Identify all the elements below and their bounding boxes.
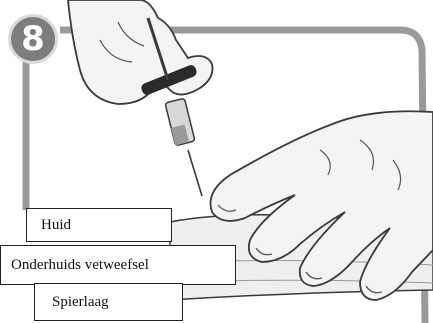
label-muscle-layer: Spierlaag [34, 283, 183, 321]
label-subcutaneous-fat: Onderhuids vetweefsel [0, 245, 236, 285]
label-skin-text: Huid [41, 218, 71, 233]
injecting-hand [68, 0, 213, 104]
label-skin: Huid [26, 208, 172, 242]
label-subcutaneous-fat-text: Onderhuids vetweefsel [11, 258, 149, 273]
label-muscle-layer-text: Spierlaag [52, 295, 109, 310]
step-number-badge: 8 [8, 14, 58, 64]
syringe-needle [188, 150, 202, 196]
